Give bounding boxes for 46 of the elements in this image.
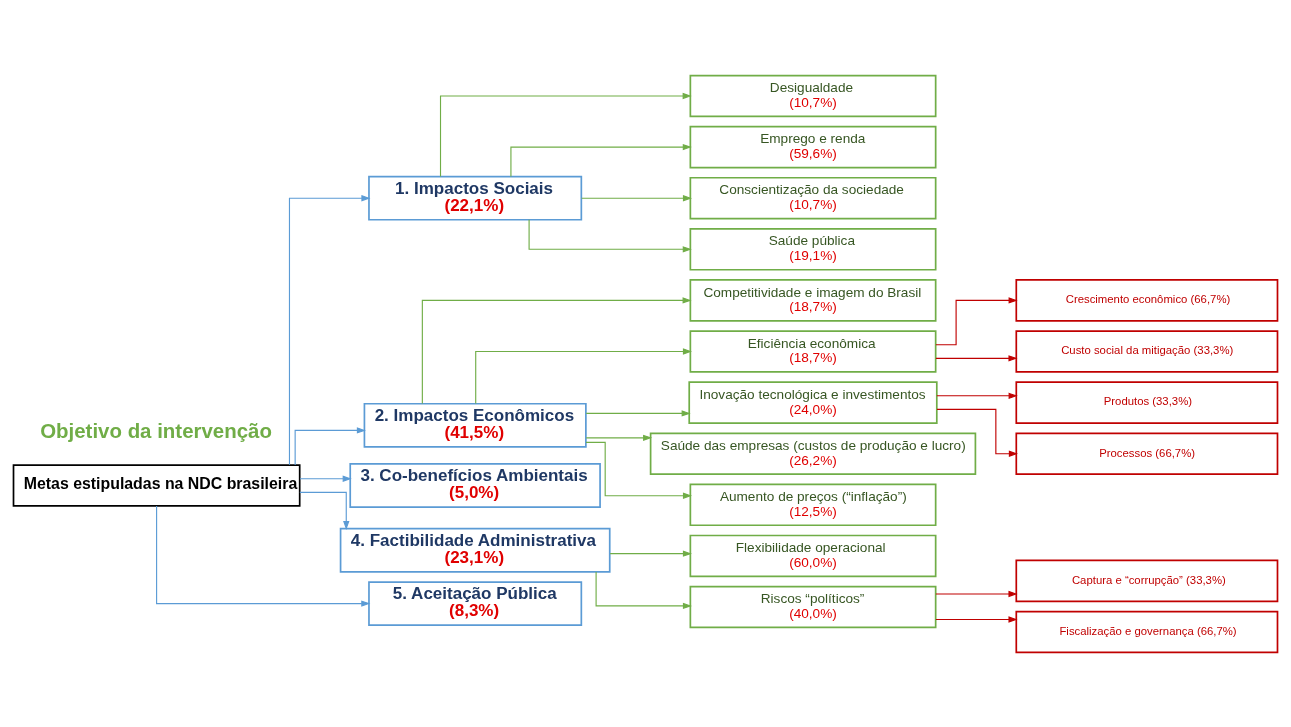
node-box: 4. Factibilidade Administrativa (23,1%)	[339, 527, 611, 573]
node-box: Inovação tecnológica e investimentos (24,0%)	[688, 380, 938, 424]
node-box: Emprego e renda (59,6%)	[689, 125, 937, 168]
arrow	[510, 143, 692, 177]
arrow	[299, 491, 350, 530]
node-box: Competitividade e imagem do Brasil (18,7%)	[689, 278, 937, 322]
arrow	[585, 441, 693, 499]
node-box: Metas estipuladas na NDC brasileira	[12, 463, 301, 507]
node-box: 1. Impactos Sociais (22,1%)	[368, 175, 583, 221]
arrow	[288, 194, 371, 465]
label: Objetivo da intervenção	[40, 418, 272, 442]
arrow	[294, 426, 366, 466]
node-box: Processos (66,7%)	[1015, 431, 1279, 475]
node-box: Flexibilidade operacional (60,0%)	[689, 534, 937, 577]
arrow	[299, 475, 352, 482]
arrow	[935, 615, 1018, 623]
node-box: Custo social da mitigação (33,3%)	[1015, 329, 1279, 373]
node-box: Captura e “corrupção” (33,3%)	[1015, 559, 1279, 602]
arrow	[609, 549, 692, 557]
node-box: Fiscalização e governança (66,7%)	[1015, 610, 1279, 653]
node-box: Saúde pública (19,1%)	[689, 227, 937, 271]
arrow	[475, 347, 692, 404]
arrow	[439, 92, 692, 177]
node-box: Riscos “políticos” (40,0%)	[689, 585, 937, 628]
node-box: Conscientização da sociedade (10,7%)	[689, 176, 937, 219]
node-box: 5. Aceitação Pública (8,3%)	[368, 580, 583, 626]
arrow	[156, 505, 371, 607]
arrow	[595, 570, 692, 609]
node-box: 2. Impactos Econômicos (41,5%)	[363, 402, 587, 448]
node-box: Crescimento econômico (66,7%)	[1015, 278, 1279, 322]
arrow	[528, 218, 692, 252]
arrow	[935, 354, 1018, 361]
arrow	[936, 392, 1018, 399]
node-box: Saúde das empresas (custos de produção e lucro) (26,2%)	[649, 431, 977, 475]
node-box: Produtos (33,3%)	[1015, 380, 1279, 424]
arrow	[935, 296, 1018, 345]
node-box: Desigualdade (10,7%)	[689, 74, 937, 117]
arrow	[936, 408, 1018, 457]
arrow	[585, 409, 691, 417]
arrow	[581, 194, 693, 201]
node-box: 3. Co-benefícios Ambientais (5,0%)	[349, 462, 601, 508]
node-box: Aumento de preços (“inflação”) (12,5%)	[689, 483, 937, 526]
arrow	[935, 590, 1018, 597]
arrow	[421, 296, 692, 404]
node-box: Eficiência econômica (18,7%)	[689, 329, 937, 373]
arrow	[585, 434, 653, 441]
